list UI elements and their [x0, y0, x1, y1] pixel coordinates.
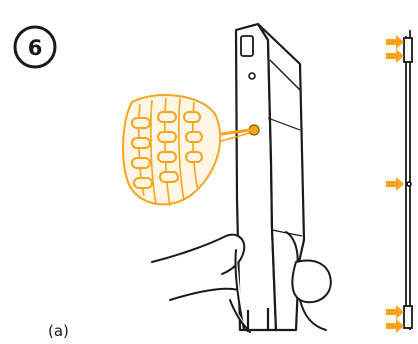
screwdriver-icon [122, 93, 251, 207]
arrow-right-icon [386, 319, 404, 333]
step-badge: 6 [13, 25, 57, 69]
callout-arrows [386, 35, 404, 333]
step-number: 6 [28, 36, 43, 60]
arrow-right-icon [386, 49, 404, 63]
hand-icon [151, 231, 332, 333]
arrow-right-icon [386, 305, 404, 319]
arrow-right-icon [386, 177, 404, 191]
panel-edge-view [403, 30, 413, 330]
arrow-right-icon [386, 35, 404, 49]
panel-label: (a) [48, 322, 69, 340]
